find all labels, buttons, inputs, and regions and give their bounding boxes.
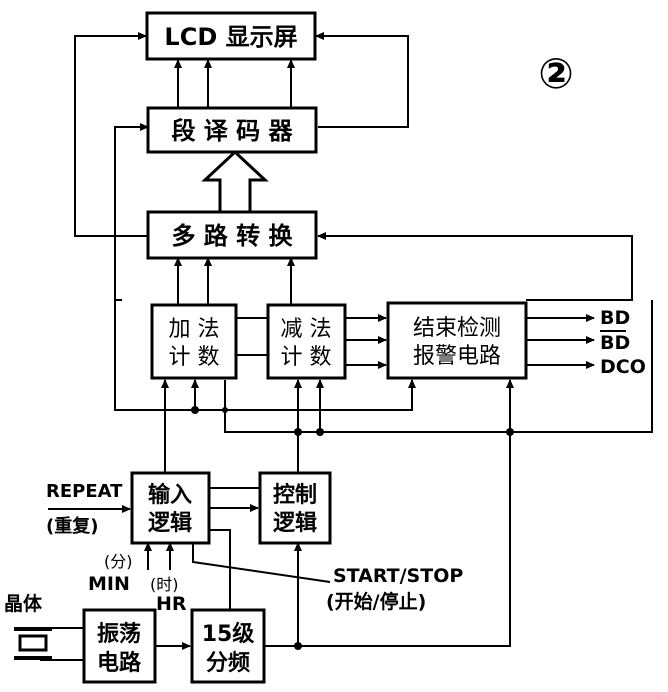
- repeat-cn-label: (重复): [46, 515, 98, 537]
- add-counter-line2: 计 数: [169, 345, 220, 370]
- hr-cn-label: (时): [150, 575, 179, 594]
- decoder-label: 段 译 码 器: [171, 117, 293, 145]
- input-logic-line2: 逻辑: [148, 510, 192, 536]
- wire-mux-to-lcd-left: [74, 32, 148, 237]
- mux-label: 多 路 转 换: [171, 222, 293, 250]
- min-label: MIN: [88, 573, 130, 595]
- start-stop-label: START/STOP: [333, 565, 463, 587]
- wire-div-input: [210, 529, 231, 610]
- alarm-line1: 结束检测: [413, 316, 501, 341]
- control-logic-line2: 逻辑: [273, 510, 317, 536]
- output-dco: DCO: [600, 356, 646, 378]
- lcd-label: LCD 显示屏: [164, 23, 297, 51]
- add-counter-line1: 加 法: [169, 317, 220, 342]
- sub-counter-block: 减 法 计 数: [266, 303, 347, 380]
- crystal-label: 晶体: [4, 592, 43, 615]
- figure-number: ②: [538, 49, 574, 98]
- oscillator-line1: 振荡: [97, 621, 141, 647]
- alarm-line2: 报警电路: [413, 344, 501, 369]
- input-logic-line1: 输入: [148, 482, 192, 508]
- sub-counter-line1: 减 法: [281, 317, 332, 342]
- hr-label: HR: [156, 593, 187, 615]
- wire-lower-bus: [114, 300, 416, 411]
- input-logic-block: 输入 逻辑: [130, 471, 211, 545]
- output-bd: BD: [600, 307, 630, 329]
- wire-bus-to-decoder: [114, 123, 149, 301]
- sub-counter-line2: 计 数: [281, 345, 332, 370]
- wire-decoder-to-lcd-right: [315, 32, 409, 128]
- junctions: [191, 406, 514, 650]
- divider-line1: 15级: [202, 621, 255, 647]
- bus-arrow-icon: [201, 149, 269, 214]
- segment-decoder-block: 段 译 码 器: [146, 106, 318, 154]
- control-logic-line1: 控制: [273, 482, 317, 508]
- min-cn-label: (分): [104, 552, 133, 571]
- wires: [40, 32, 653, 661]
- wire-div-bus: [264, 432, 511, 647]
- wire-alarm-to-mux: [317, 232, 633, 301]
- repeat-label: REPEAT: [46, 481, 123, 502]
- oscillator-block: 振荡 电路: [82, 608, 157, 684]
- add-counter-block: 加 法 计 数: [150, 303, 238, 380]
- output-bd-bar: BD: [600, 332, 630, 354]
- end-detect-alarm-block: 结束检测 报警电路: [386, 301, 528, 380]
- oscillator-line2: 电路: [97, 650, 142, 676]
- crystal-icon: [14, 627, 52, 660]
- divider-line2: 分频: [206, 651, 250, 676]
- control-logic-block: 控制 逻辑: [258, 471, 332, 545]
- start-stop-cn-label: (开始/停止): [326, 590, 426, 613]
- lcd-display-block: LCD 显示屏: [145, 11, 317, 61]
- wire-start-stop: [192, 543, 331, 583]
- divider-block: 15级 分频: [190, 608, 266, 684]
- mux-block: 多 路 转 换: [146, 210, 318, 260]
